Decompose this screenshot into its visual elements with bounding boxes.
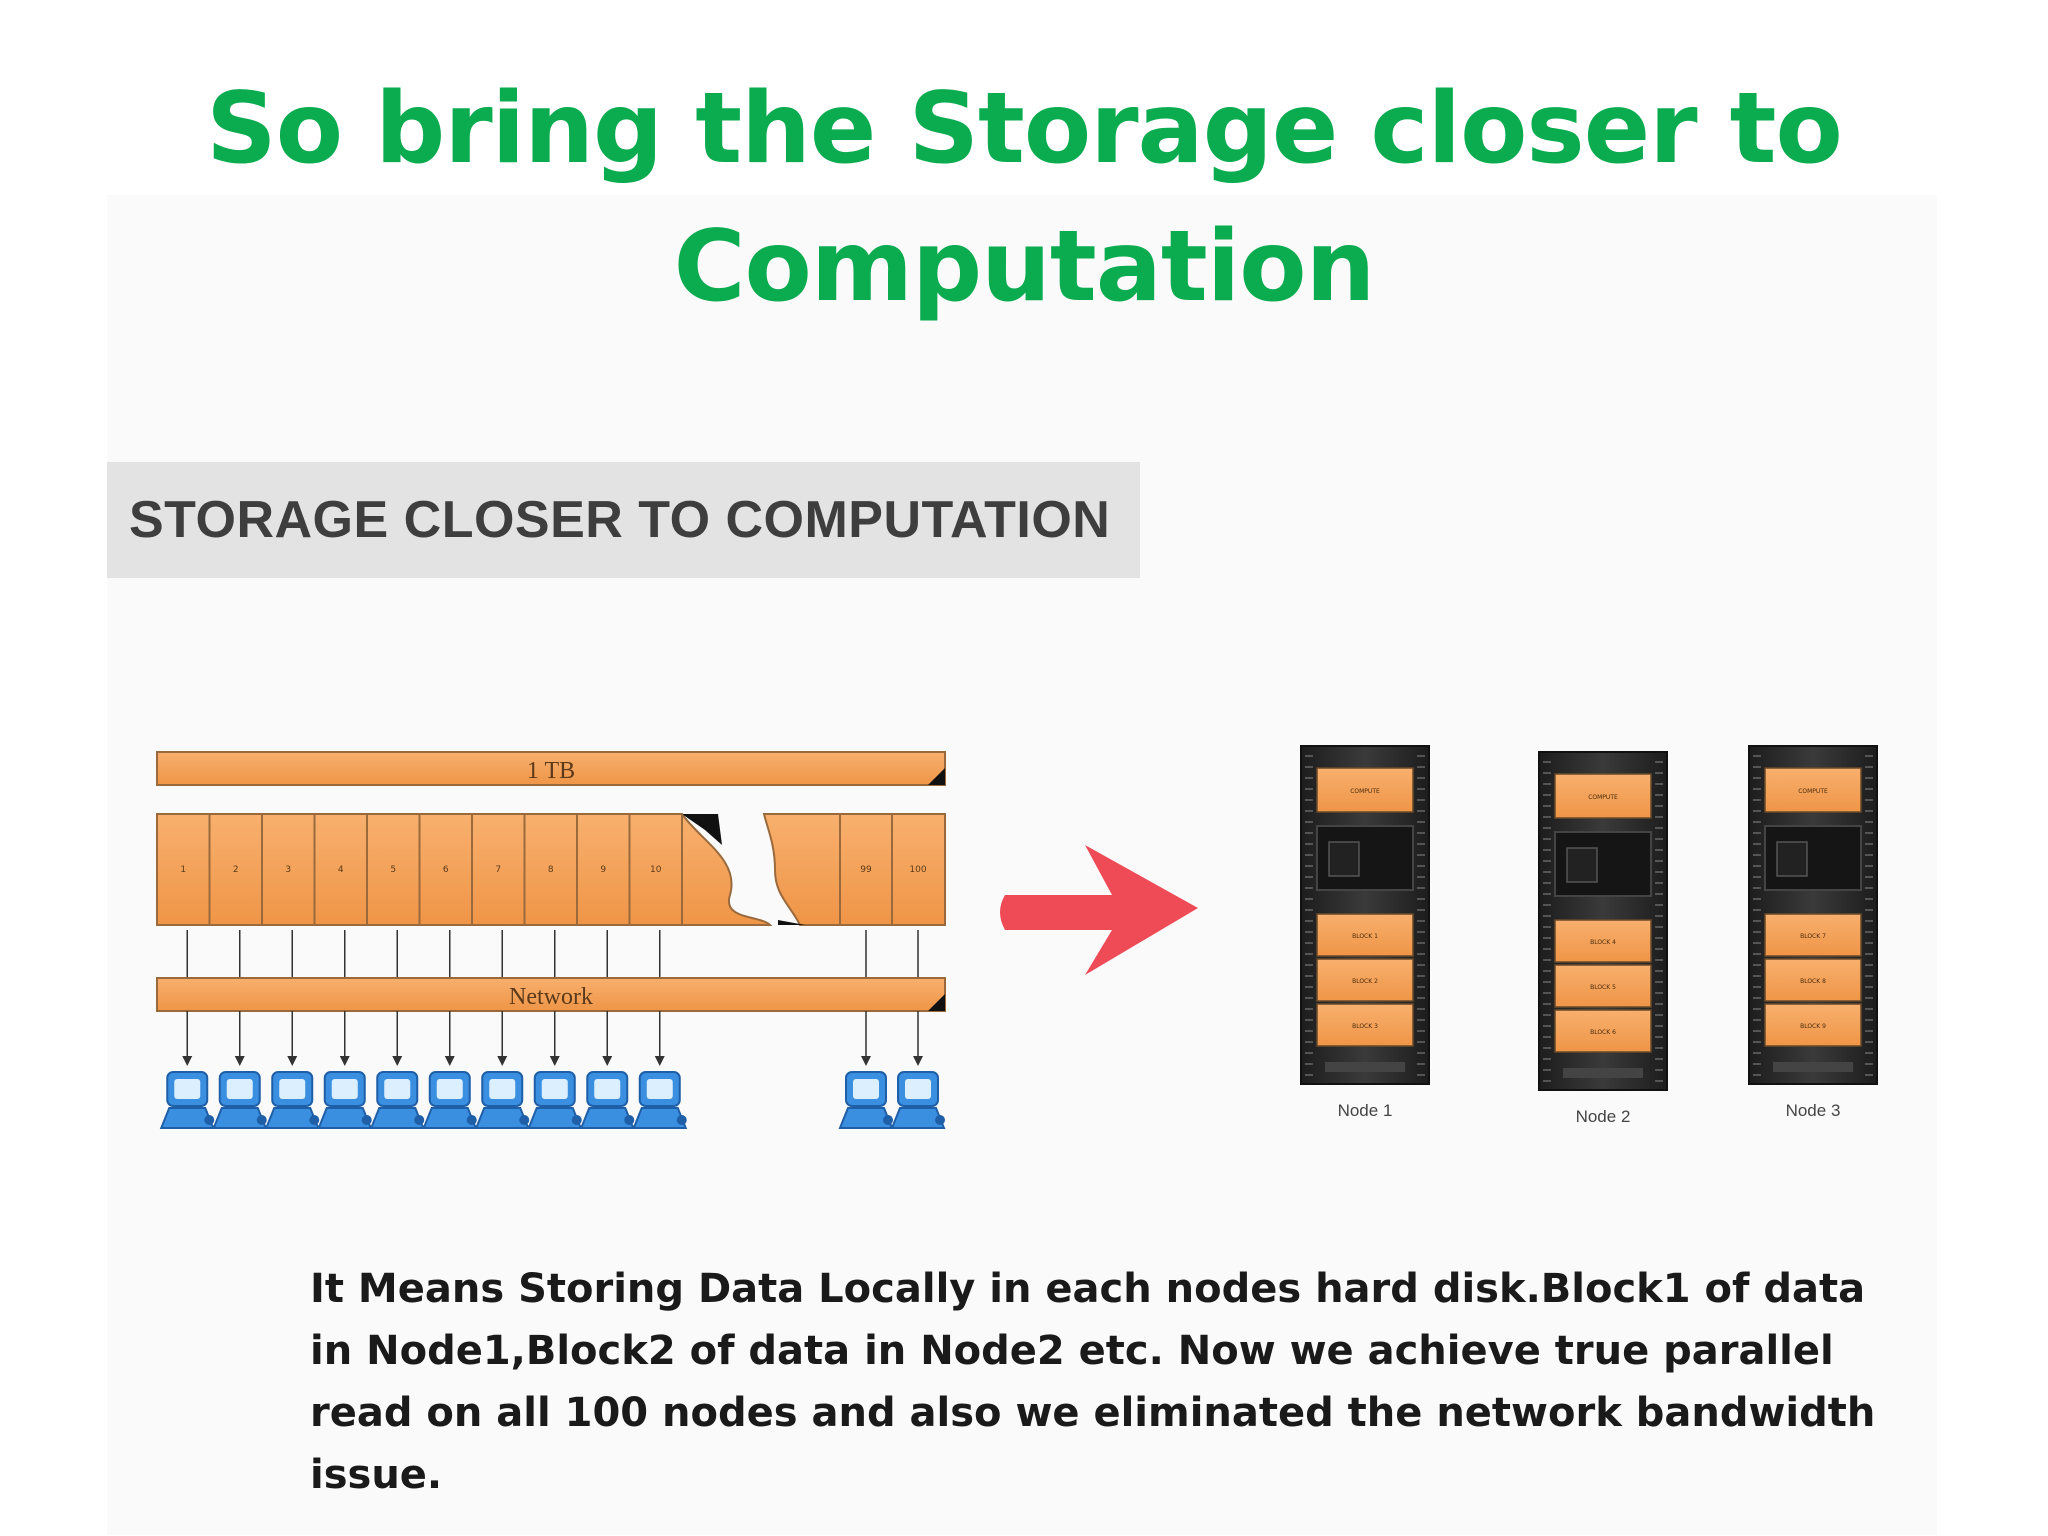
storage-bar: 1 TB: [156, 751, 946, 786]
data-blocks: 1 2 3 4 5 6 7 8 9 10 99 100: [156, 813, 946, 926]
block-panel-label: BLOCK 1: [1352, 933, 1378, 940]
node-label: Node 3: [1786, 1101, 1841, 1120]
computer-icon: [632, 1071, 688, 1129]
computer-icon: [838, 1071, 894, 1129]
block-label: 3: [285, 865, 291, 875]
computer-icon: [264, 1071, 320, 1129]
slide-caption: It Means Storing Data Locally in each no…: [310, 1266, 1876, 1498]
block-panel: [1316, 1003, 1414, 1047]
down-arrow-head: [497, 1056, 508, 1066]
block-panel-label: BLOCK 7: [1800, 933, 1826, 940]
computer-icon: [474, 1071, 530, 1129]
block-label: 8: [548, 865, 554, 875]
compute-panel-label: COMPUTE: [1588, 794, 1618, 801]
block-panel: [1764, 913, 1862, 957]
compute-panel: [1554, 773, 1652, 819]
computer-icon: [579, 1071, 635, 1129]
block-panel: [1764, 1003, 1862, 1047]
block-label: 5: [390, 865, 396, 875]
block-panel: [1316, 913, 1414, 957]
network-bar: Network: [156, 977, 946, 1012]
server-node-3: COMPUTE BLOCK 7 BLOCK 8 BLOCK 9 Node 3: [1748, 745, 1878, 1120]
computer-icon: [212, 1071, 268, 1129]
slide-title: So bring the Storage closer to Computati…: [0, 60, 2048, 336]
down-arrow-head: [913, 1056, 923, 1066]
block-label-100: 100: [909, 865, 926, 875]
node-label: Node 2: [1576, 1107, 1631, 1126]
computer-icon: [527, 1071, 583, 1129]
down-arrow-head: [339, 1056, 350, 1066]
block-label: 2: [233, 865, 239, 875]
diagram-banner: STORAGE CLOSER TO COMPUTATION: [107, 462, 1140, 578]
compute-panel: [1764, 767, 1862, 813]
down-arrow-head: [182, 1056, 193, 1066]
block-label: 10: [650, 865, 662, 875]
down-arrow-head: [234, 1056, 245, 1066]
block-label-99: 99: [860, 865, 872, 875]
block-label: 6: [443, 865, 449, 875]
block-panel: [1554, 1009, 1652, 1053]
compute-panel: [1316, 767, 1414, 813]
red-arrow-icon: [1000, 845, 1198, 975]
computer-icon: [369, 1071, 425, 1129]
computer-icon: [422, 1071, 478, 1129]
compute-panel-label: COMPUTE: [1798, 788, 1828, 795]
block-label: 9: [600, 865, 606, 875]
down-arrow-head: [444, 1056, 455, 1066]
computer-icon: [890, 1071, 946, 1129]
client-computers: [159, 1011, 946, 1129]
block-panel-label: BLOCK 8: [1800, 978, 1826, 985]
block-network-lines: [186, 930, 919, 978]
title-line-1: So bring the Storage closer to: [206, 72, 1843, 186]
block-label: 1: [180, 865, 186, 875]
block-panel-label: BLOCK 9: [1800, 1023, 1826, 1030]
block-panel: [1554, 964, 1652, 1008]
block-panel-label: BLOCK 4: [1590, 939, 1616, 946]
computer-icon: [317, 1071, 373, 1129]
down-arrow-head: [861, 1056, 871, 1066]
block-panel: [1316, 958, 1414, 1002]
block-panel-label: BLOCK 6: [1590, 1029, 1616, 1036]
network-bar-label: Network: [509, 984, 593, 1010]
node-label: Node 1: [1338, 1101, 1393, 1120]
compute-panel-label: COMPUTE: [1350, 788, 1380, 795]
block-panel-label: BLOCK 2: [1352, 978, 1378, 985]
block-panel-label: BLOCK 5: [1590, 984, 1616, 991]
block-panel: [1554, 919, 1652, 963]
block-label: 7: [495, 865, 501, 875]
computer-icon: [159, 1071, 215, 1129]
down-arrow-head: [602, 1056, 613, 1066]
down-arrow-head: [287, 1056, 298, 1066]
block-dividers: [208, 814, 683, 925]
title-line-2: Computation: [673, 210, 1376, 324]
server-node-2: COMPUTE BLOCK 4 BLOCK 5 BLOCK 6 Node 2: [1538, 751, 1668, 1126]
down-arrow-head: [549, 1056, 560, 1066]
down-arrow-head: [654, 1056, 665, 1066]
block-label: 4: [338, 865, 344, 875]
block-panel-label: BLOCK 3: [1352, 1023, 1378, 1030]
banner-text: STORAGE CLOSER TO COMPUTATION: [129, 491, 1111, 549]
server-node-1: COMPUTE BLOCK 1 BLOCK 2 BLOCK 3 Node 1: [1300, 745, 1430, 1120]
storage-bar-label: 1 TB: [527, 758, 575, 784]
block-panel: [1764, 958, 1862, 1002]
block-labels: 1 2 3 4 5 6 7 8 9 10: [180, 865, 661, 875]
down-arrow-head: [392, 1056, 403, 1066]
